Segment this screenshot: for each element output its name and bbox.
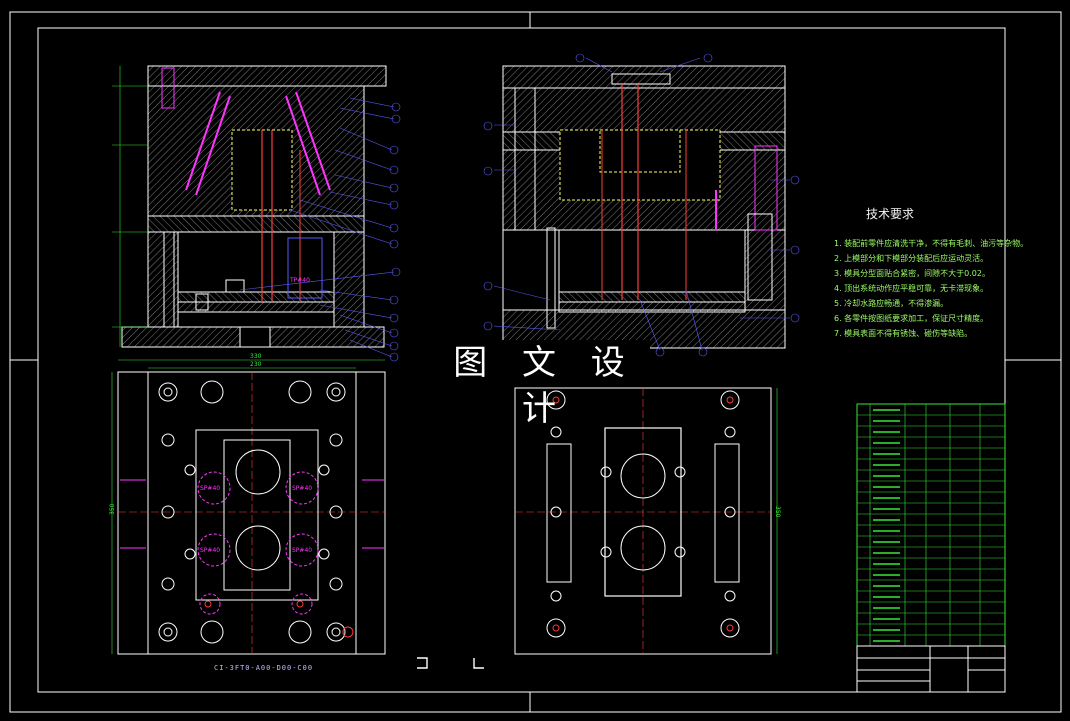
dim-width-outer: 330 — [250, 353, 262, 360]
technical-requirement-line: 7. 模具表面不得有锈蚀、碰伤等缺陷。 — [834, 329, 973, 338]
dim-height-plan-left: 350 — [109, 503, 116, 515]
dim-width-inner: 230 — [250, 361, 262, 368]
svg-text:SP#40: SP#40 — [292, 547, 312, 554]
dim-height-plan-right: 350 — [774, 506, 781, 518]
technical-requirement-line: 1. 装配前零件应清洗干净，不得有毛刺、油污等杂物。 — [834, 239, 1029, 248]
part-code-label: CI-3FT0-A00-D00-C00 — [214, 664, 314, 672]
plan-view-right: 350 — [417, 387, 781, 669]
section-view-left: TP#40 — [112, 65, 401, 362]
section-view-right — [483, 53, 800, 357]
technical-requirement-line: 5. 冷却水路应畅通，不得渗漏。 — [834, 299, 949, 308]
svg-text:SP#40: SP#40 — [200, 485, 220, 492]
title-block — [856, 645, 1006, 693]
technical-requirements-title: 技术要求 — [866, 207, 915, 221]
plan-view-left: 330 230 SP#40 SP#40 SP#40 SP#40 — [109, 353, 386, 655]
technical-requirement-line: 4. 顶出系统动作应平稳可靠，无卡滞现象。 — [834, 284, 989, 293]
sheet-frame — [9, 11, 1062, 713]
svg-text:TP#40: TP#40 — [289, 277, 310, 284]
watermark-text: 图 文 设 计 — [440, 340, 650, 429]
bill-of-materials — [856, 403, 1006, 647]
svg-text:SP#40: SP#40 — [200, 547, 220, 554]
technical-requirement-line: 2. 上模部分和下模部分装配后应运动灵活。 — [834, 254, 989, 263]
technical-requirement-line: 3. 模具分型面贴合紧密，间隙不大于0.02。 — [834, 269, 990, 278]
svg-text:SP#40: SP#40 — [292, 485, 312, 492]
technical-requirement-line: 6. 各零件按图纸要求加工，保证尺寸精度。 — [834, 314, 989, 323]
